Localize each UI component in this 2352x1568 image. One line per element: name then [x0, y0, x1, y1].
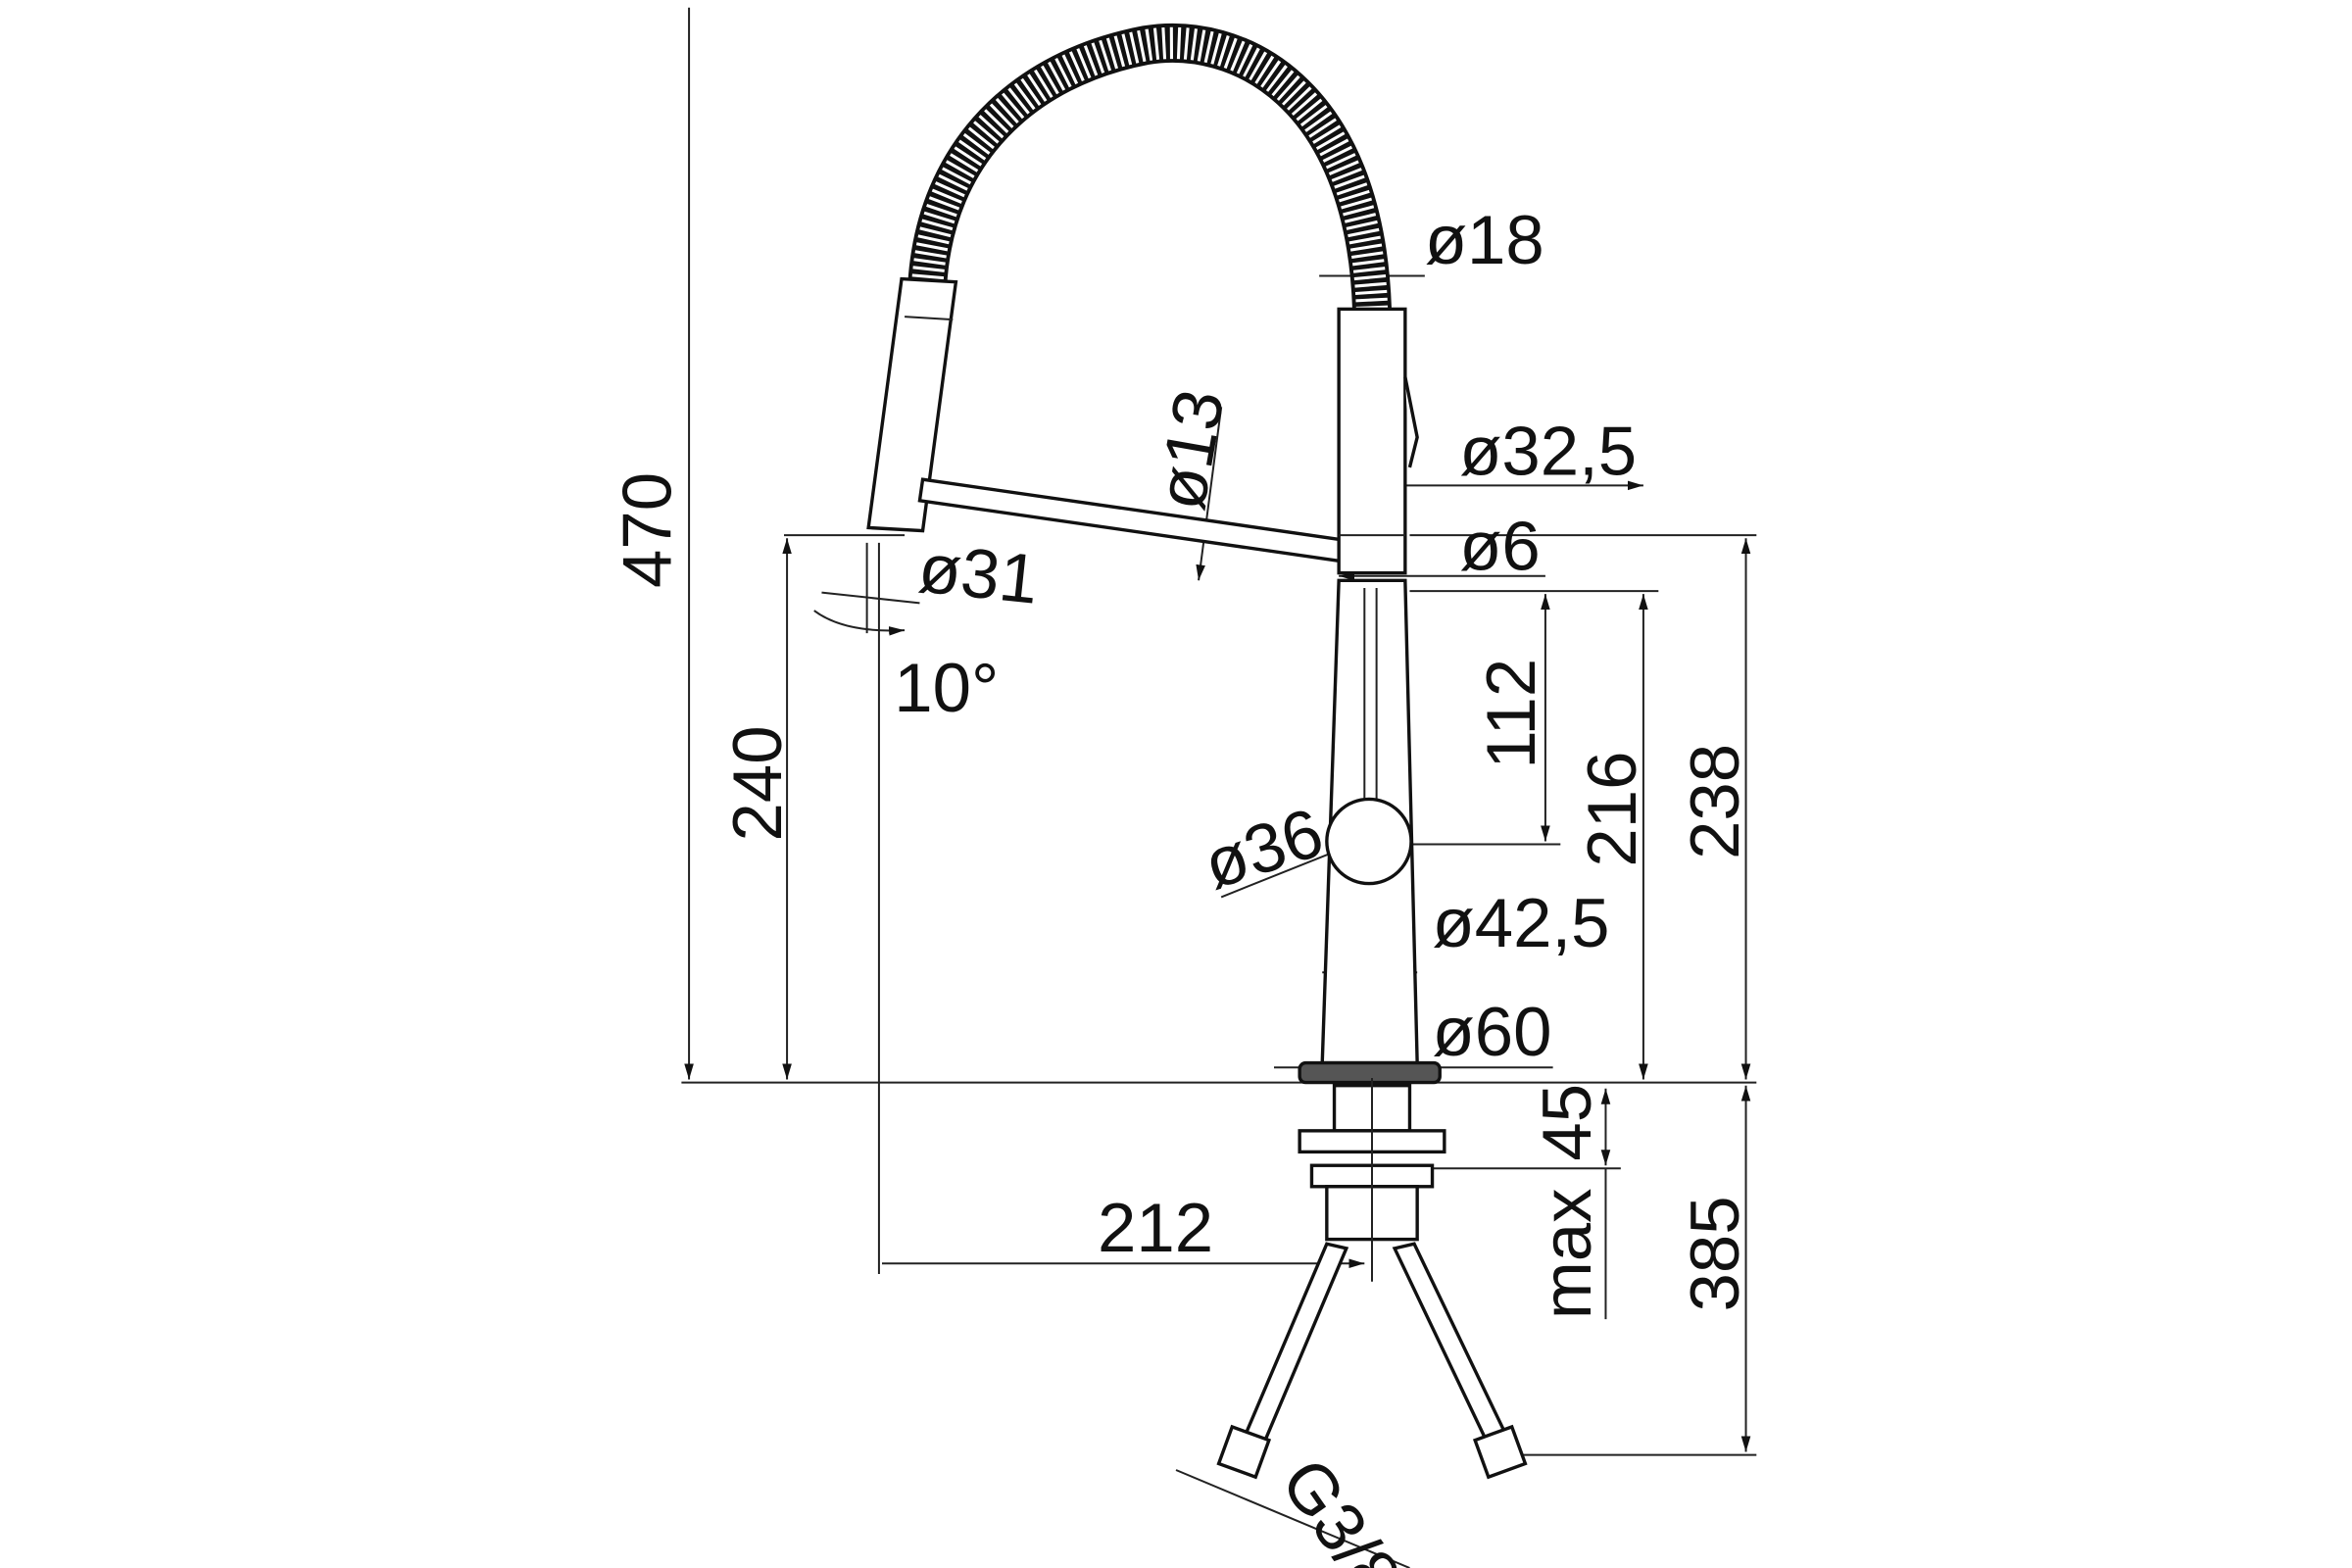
dim-31-line [821, 591, 920, 605]
label-31: ø31 [915, 528, 1043, 617]
label-470: 470 [609, 472, 686, 588]
lever [1403, 376, 1419, 468]
dim-g38-line [1175, 1469, 1410, 1568]
reference-lines [681, 534, 1757, 1456]
spray-head [866, 276, 958, 533]
label-112: 112 [1472, 659, 1549, 769]
handle [1325, 797, 1413, 886]
label-45: 45 [1528, 1084, 1605, 1161]
label-g3-8: G3/8 [1266, 1445, 1416, 1568]
label-max: max [1528, 1188, 1605, 1319]
supply-hose-left [1241, 1242, 1349, 1446]
fitting-left [1216, 1424, 1272, 1480]
label-240: 240 [718, 725, 796, 841]
label-212: 212 [1098, 1189, 1213, 1266]
dimension-labels: 470 240 ø18 ø13 ø32,5 ø6 ø31 10° 112 216… [609, 201, 1753, 1568]
faucet [866, 23, 1528, 1480]
label-32-5: ø32,5 [1459, 413, 1637, 490]
label-36: ø36 [1195, 793, 1332, 904]
label-18: ø18 [1425, 201, 1544, 278]
base-plate [1298, 1060, 1442, 1085]
label-6: ø6 [1459, 508, 1541, 585]
dim-13-line [1196, 407, 1223, 581]
dimension-lines [684, 7, 1751, 1568]
fitting-right [1472, 1424, 1528, 1480]
dim-10deg-arc [813, 610, 906, 636]
label-216: 216 [1573, 752, 1650, 867]
label-385: 385 [1676, 1196, 1753, 1311]
supply-hose-right [1392, 1242, 1510, 1446]
label-10deg: 10° [894, 649, 999, 726]
flexible-hose-inner [911, 26, 1389, 310]
label-60: ø60 [1433, 993, 1552, 1070]
body-top [1337, 307, 1407, 575]
label-238: 238 [1676, 744, 1753, 859]
label-42-5: ø42,5 [1433, 884, 1610, 961]
label-13: ø13 [1142, 384, 1239, 515]
